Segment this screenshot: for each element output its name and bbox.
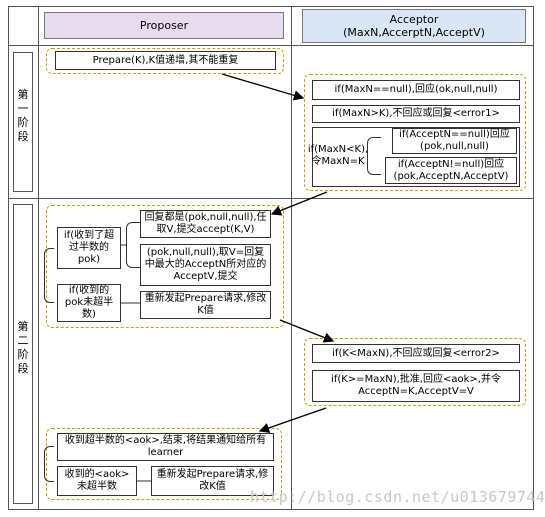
acceptor-lane-subtitle: (MaxN,AccerptN,AcceptV) (343, 26, 485, 39)
all-null-box: 回复都是(pok,null,null),任取V,提交accept(K,V) (140, 210, 271, 238)
retry-box: 重新发起Prepare请求,修改K值 (140, 291, 271, 319)
acc-maxn-gt-box: if(MaxN>K),不回应或回复<error1> (312, 105, 520, 123)
arrow-aok-to-proposer (258, 407, 327, 433)
acc-acceptn-null-box: if(AcceptN==null)回应(pok,null,null) (392, 128, 517, 154)
acceptor-phase1-group (304, 74, 526, 191)
phase1-char: 阶 (17, 116, 29, 129)
phase1-label-box (13, 52, 33, 192)
prepare-group (46, 48, 284, 74)
retry2-text: 重新发起Prepare请求,修改K值 (156, 469, 269, 492)
final-left-bracket (44, 446, 54, 482)
proposer-lane-header: Proposer (44, 12, 284, 39)
phase1-label: 第 一 阶 段 (14, 88, 32, 144)
aok-major-box: 收到超半数的<aok>,结束,将结果通知给所有learner (57, 433, 274, 461)
acceptor-lane-title: Acceptor (389, 13, 439, 26)
all-null-text: 回复都是(pok,null,null),任取V,提交accept(K,V) (144, 212, 267, 235)
retry2-box: 重新发起Prepare请求,修改K值 (151, 466, 274, 496)
phase2-label-box (13, 204, 33, 504)
acc-acceptn-null-text: if(AcceptN==null)回应(pok,null,null) (399, 129, 510, 152)
phase2-char: 第 (17, 320, 29, 333)
phase1-char: 一 (17, 102, 29, 115)
phase2-left-bracket (44, 248, 54, 303)
phase2-char: 二 (17, 334, 29, 347)
acc-maxn-null-box: if(MaxN==null),回应(ok,null,null) (312, 80, 520, 100)
proposer-lane-title: Proposer (139, 19, 189, 32)
minor-pok-text: if(收到的pok未超半数) (64, 285, 114, 320)
prepare-box: Prepare(K),K值递增,其不能重复 (55, 51, 276, 70)
not-null-box: (pok,null,null),取V=回复中最大的AcceptN所对应的Acce… (140, 244, 271, 286)
acc-k-ge-box: if(K>=MaxN),批准,回应<aok>,并令AcceptN=K,Accep… (312, 370, 520, 402)
arrow-accept-to-acceptor (279, 319, 335, 343)
acc-acceptn-notnull-box: if(AcceptN!=null)回应(pok,AcceptN,AcceptV) (385, 157, 517, 184)
lane-divider-middle (291, 6, 292, 510)
not-null-text: (pok,null,null),取V=回复中最大的AcceptN所对应的Acce… (144, 247, 267, 282)
arrow-acceptor-to-proposer (270, 191, 328, 216)
acc-maxn-lt-cond: if(MaxN<K),令MaxN=K (308, 134, 368, 178)
acc-maxn-null-text: if(MaxN==null),回应(ok,null,null) (334, 84, 498, 95)
major-pok-text: if(收到了超过半数的pok) (63, 230, 115, 265)
phase2-char: 段 (17, 362, 29, 375)
acceptor-lane-header: Acceptor (MaxN,AccerptN,AcceptV) (302, 9, 526, 43)
aok-minor-box: 收到的<aok>未超半数 (57, 466, 137, 496)
proposer-final-group (46, 428, 282, 500)
watermark: http://blog.csdn.net/u013679744 (250, 488, 545, 506)
lane-divider-left (38, 6, 39, 510)
acc-k-lt-text: if(K<MaxN),不回应或回复<error2> (332, 347, 500, 359)
prepare-text: Prepare(K),K值递增,其不能重复 (92, 54, 239, 66)
aok-minor-text: 收到的<aok>未超半数 (64, 469, 130, 492)
phase1-char: 段 (17, 130, 29, 143)
minor-pok-cond: if(收到的pok未超半数) (57, 284, 121, 322)
header-divider (8, 45, 534, 46)
diagram-frame (8, 6, 534, 510)
proposer-phase2-group (46, 205, 284, 328)
phase-divider (8, 198, 534, 199)
acc-maxn-lt-text: if(MaxN<K),令MaxN=K (307, 144, 369, 167)
phase2-char: 阶 (17, 348, 29, 361)
retry-text: 重新发起Prepare请求,修改K值 (144, 293, 267, 316)
major-pok-cond: if(收到了超过半数的pok) (57, 227, 121, 269)
acc-maxn-lt-bracket (367, 137, 381, 175)
major-pok-bracket (126, 222, 140, 268)
phase1-char: 第 (17, 88, 29, 101)
acc-acceptn-notnull-text: if(AcceptN!=null)回应(pok,AcceptN,AcceptV) (393, 158, 509, 182)
aok-major-text: 收到超半数的<aok>,结束,将结果通知给所有learner (64, 435, 267, 458)
acc-k-ge-text: if(K>=MaxN),批准,回应<aok>,并令AcceptN=K,Accep… (331, 374, 501, 397)
acc-k-lt-box: if(K<MaxN),不回应或回复<error2> (312, 344, 520, 363)
phase2-label: 第 二 阶 段 (14, 320, 32, 376)
arrow-prepare-to-acceptor (221, 73, 305, 101)
acceptor-phase2-group (304, 338, 526, 406)
acc-maxn-gt-text: if(MaxN>K),不回应或回复<error1> (332, 108, 500, 119)
